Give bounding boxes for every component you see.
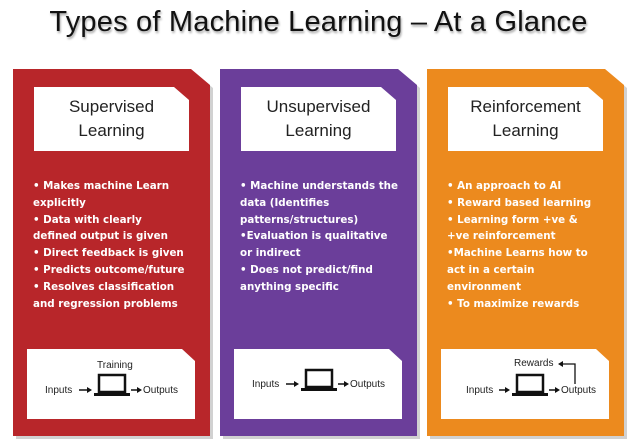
training-label: Training: [97, 360, 133, 371]
bullet-line: • Resolves classification: [33, 280, 175, 293]
bullet-line: explicitly: [33, 196, 86, 209]
reinforcement-card: Reinforcement Learning • An approach to …: [427, 69, 624, 436]
bullet-line: act in a certain: [447, 263, 535, 276]
unsupervised-heading-line2: Learning: [285, 121, 352, 140]
bullet-line: or indirect: [240, 247, 301, 260]
supervised-heading-line2: Learning: [78, 121, 145, 140]
unsupervised-diagram: Inputs Outputs: [234, 349, 402, 419]
reinforcement-diagram: Rewards Inputs Outputs: [441, 349, 609, 419]
inputs-label: Inputs: [466, 385, 493, 396]
bullet-line: • Learning form +ve &: [447, 213, 578, 226]
supervised-bullet-list: • Makes machine Learn explicitly • Data …: [33, 178, 203, 312]
bullet-line: • Direct feedback is given: [33, 247, 184, 260]
bullet-line: • An approach to AI: [447, 180, 562, 192]
unsupervised-heading-box: Unsupervised Learning: [241, 87, 396, 151]
rewards-feedback-arrow: [558, 361, 576, 384]
bullet-line: patterns/structures): [240, 213, 359, 226]
reinforcement-heading-line2: Learning: [492, 121, 559, 140]
supervised-heading-line1: Supervised: [68, 97, 155, 116]
bullet-line: • Machine understands the: [240, 180, 398, 192]
supervised-card: Supervised Learning • Makes machine Lear…: [13, 69, 210, 436]
reinforcement-heading-line1: Reinforcement: [470, 97, 581, 116]
supervised-heading-box: Supervised Learning: [34, 87, 189, 151]
bullet-line: • Data with clearly: [33, 213, 142, 226]
unsupervised-heading-line1: Unsupervised: [266, 97, 371, 116]
laptop-icon: [94, 373, 130, 396]
bullet-line: +ve reinforcement: [447, 230, 556, 243]
bullet-line: anything specific: [240, 280, 339, 293]
bullet-line: data (Identifies: [240, 196, 330, 209]
bullet-line: •Evaluation is qualitative: [240, 230, 388, 243]
bullet-line: • Does not predict/find: [240, 263, 373, 276]
unsupervised-bullet-list: • Machine understands the data (Identifi…: [240, 178, 410, 296]
bullet-line: •Machine Learns how to: [447, 247, 588, 260]
inputs-label: Inputs: [252, 379, 279, 390]
reinforcement-heading-box: Reinforcement Learning: [448, 87, 603, 151]
outputs-label: Outputs: [350, 379, 385, 390]
bullet-line: and regression problems: [33, 297, 178, 310]
supervised-diagram: Training Inputs Outputs: [27, 349, 195, 419]
bullet-line: • Predicts outcome/future: [33, 263, 185, 276]
outputs-label: Outputs: [143, 385, 178, 396]
bullet-line: defined output is given: [33, 230, 168, 243]
bullet-line: • Makes machine Learn: [33, 180, 170, 192]
bullet-line: environment: [447, 280, 522, 293]
laptop-icon: [512, 373, 548, 396]
bullet-line: • To maximize rewards: [447, 297, 580, 310]
outputs-label: Outputs: [561, 385, 596, 396]
page-title: Types of Machine Learning – At a Glance: [49, 6, 588, 38]
rewards-label: Rewards: [514, 358, 553, 369]
reinforcement-bullet-list: • An approach to AI • Reward based learn…: [447, 178, 617, 312]
inputs-label: Inputs: [45, 385, 72, 396]
laptop-icon: [301, 368, 337, 391]
unsupervised-card: Unsupervised Learning • Machine understa…: [220, 69, 417, 436]
bullet-line: • Reward based learning: [447, 196, 592, 209]
